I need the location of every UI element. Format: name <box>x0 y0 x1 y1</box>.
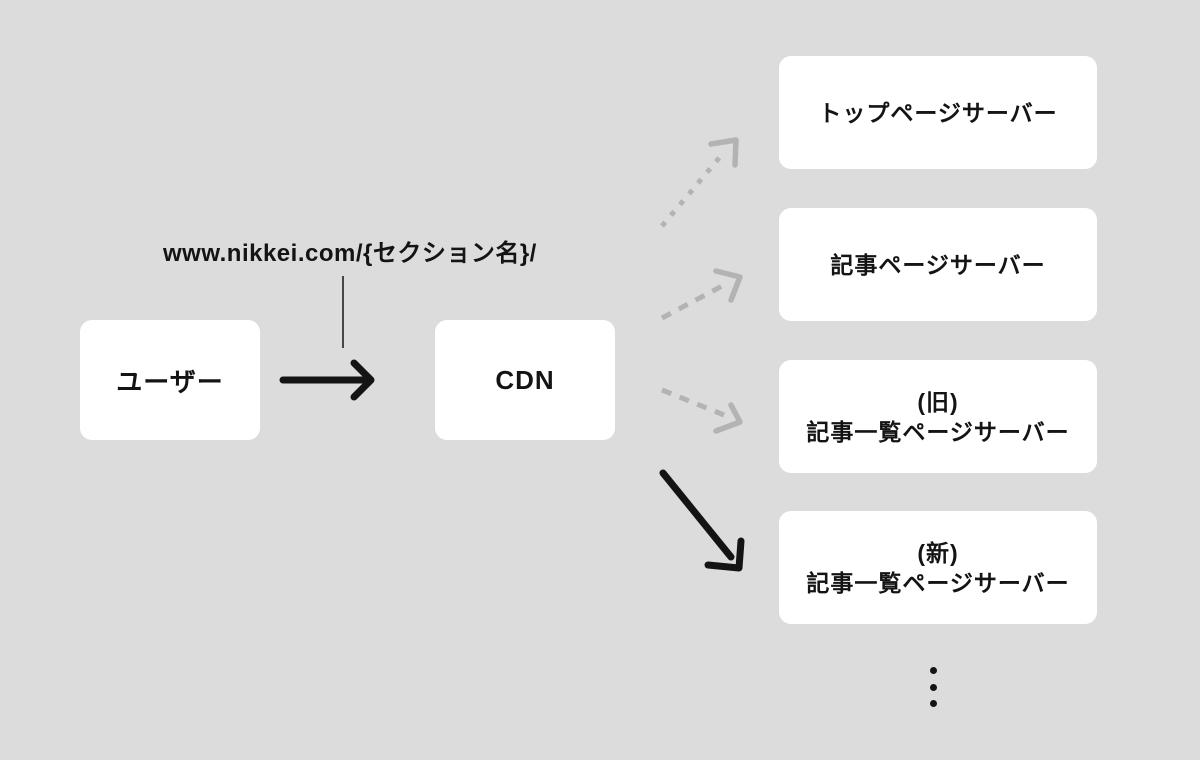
arrow-cdn-to-old-list-page-dashed <box>661 387 743 434</box>
node-user-label: ユーザー <box>116 366 224 397</box>
server-label-line: 記事一覧ページサーバー <box>806 569 1070 596</box>
node-cdn: CDN <box>435 320 615 440</box>
ellipsis-dot <box>930 684 937 691</box>
node-server-old-article-list: (旧) 記事一覧ページサーバー <box>779 360 1097 473</box>
node-cdn-label: CDN <box>495 364 555 395</box>
server-label-line: トップページサーバー <box>818 99 1058 126</box>
ellipsis-dot <box>930 667 937 674</box>
server-label-line: (旧) <box>917 388 959 415</box>
url-label: www.nikkei.com/{セクション名}/ <box>163 240 537 267</box>
server-label-line: (新) <box>917 539 959 566</box>
server-label-line: 記事一覧ページサーバー <box>806 418 1070 445</box>
node-user: ユーザー <box>80 320 260 440</box>
node-server-article-page: 記事ページサーバー <box>779 208 1097 321</box>
node-server-top-page: トップページサーバー <box>779 56 1097 169</box>
server-label-line: 記事ページサーバー <box>830 251 1046 278</box>
arrow-cdn-to-article-page-dashed <box>660 268 743 321</box>
ellipsis-dot <box>930 700 937 707</box>
node-server-new-article-list: (新) 記事一覧ページサーバー <box>779 511 1097 624</box>
arrow-cdn-to-new-list-page <box>659 469 745 572</box>
arrow-cdn-to-top-page-dashed <box>660 137 739 228</box>
arrow-user-to-cdn <box>279 359 375 401</box>
